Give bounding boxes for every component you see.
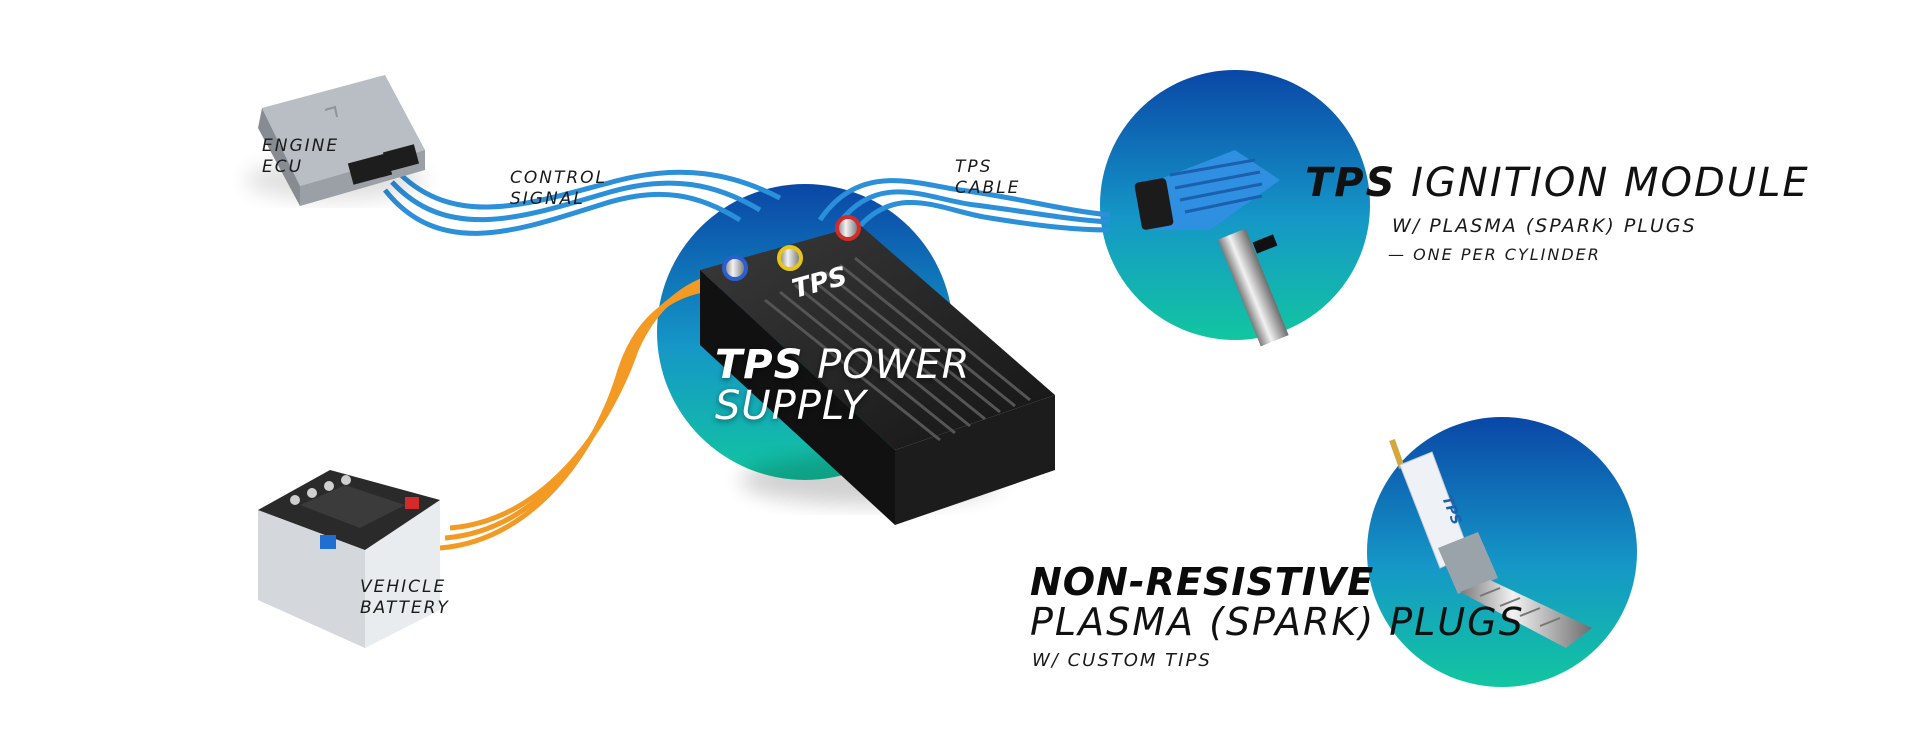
ignition-module-note: — ONE PER CYLINDER — [1388, 245, 1601, 264]
tps-cable-wires — [817, 178, 1111, 233]
ecu-label-line1: ENGINE — [262, 136, 340, 156]
battery-power-wires — [439, 269, 737, 551]
battery-label-line1: VEHICLE — [360, 577, 447, 597]
control-signal-wires — [383, 169, 782, 236]
spark-plug-icon: TPS — [1389, 438, 1592, 648]
ignition-module-coil — [1134, 150, 1289, 347]
power-supply-title-rest: POWER — [803, 342, 971, 388]
control-signal-label: CONTROL SIGNAL — [510, 168, 607, 210]
ignition-title-bold: TPS — [1305, 160, 1397, 206]
battery-label: VEHICLE BATTERY — [360, 577, 450, 619]
spark-plug-circle — [1367, 417, 1637, 687]
battery-label-line2: BATTERY — [360, 598, 450, 618]
plugs-title-line2: PLASMA (SPARK) PLUGS — [1030, 600, 1525, 644]
ignition-module-title: TPS IGNITION MODULE — [1305, 160, 1810, 206]
ignition-module-subtitle: W/ PLASMA (SPARK) PLUGS — [1392, 215, 1697, 237]
engine-ecu-icon — [245, 75, 425, 206]
vehicle-battery-icon — [258, 470, 440, 648]
tps-cable-label: TPS CABLE — [955, 157, 1020, 199]
power-supply-title: TPS POWER SUPPLY — [715, 345, 970, 427]
ecu-label: ENGINE ECU — [262, 136, 339, 178]
ignition-title-rest: IGNITION MODULE — [1396, 160, 1810, 206]
ecu-label-line2: ECU — [262, 157, 304, 177]
power-supply-title-bold: TPS — [715, 342, 804, 388]
plugs-title-line1: NON-RESISTIVE — [1030, 560, 1375, 604]
tps-cable-line2: CABLE — [955, 178, 1021, 198]
plugs-subtitle: W/ CUSTOM TIPS — [1032, 650, 1212, 671]
control-signal-line2: SIGNAL — [510, 189, 585, 209]
power-supply-unit: TPS — [700, 215, 1055, 525]
tps-cable-line1: TPS — [955, 157, 993, 177]
control-signal-line1: CONTROL — [510, 168, 608, 188]
power-supply-terminals — [722, 215, 861, 281]
power-supply-title-line2: SUPPLY — [715, 383, 867, 429]
